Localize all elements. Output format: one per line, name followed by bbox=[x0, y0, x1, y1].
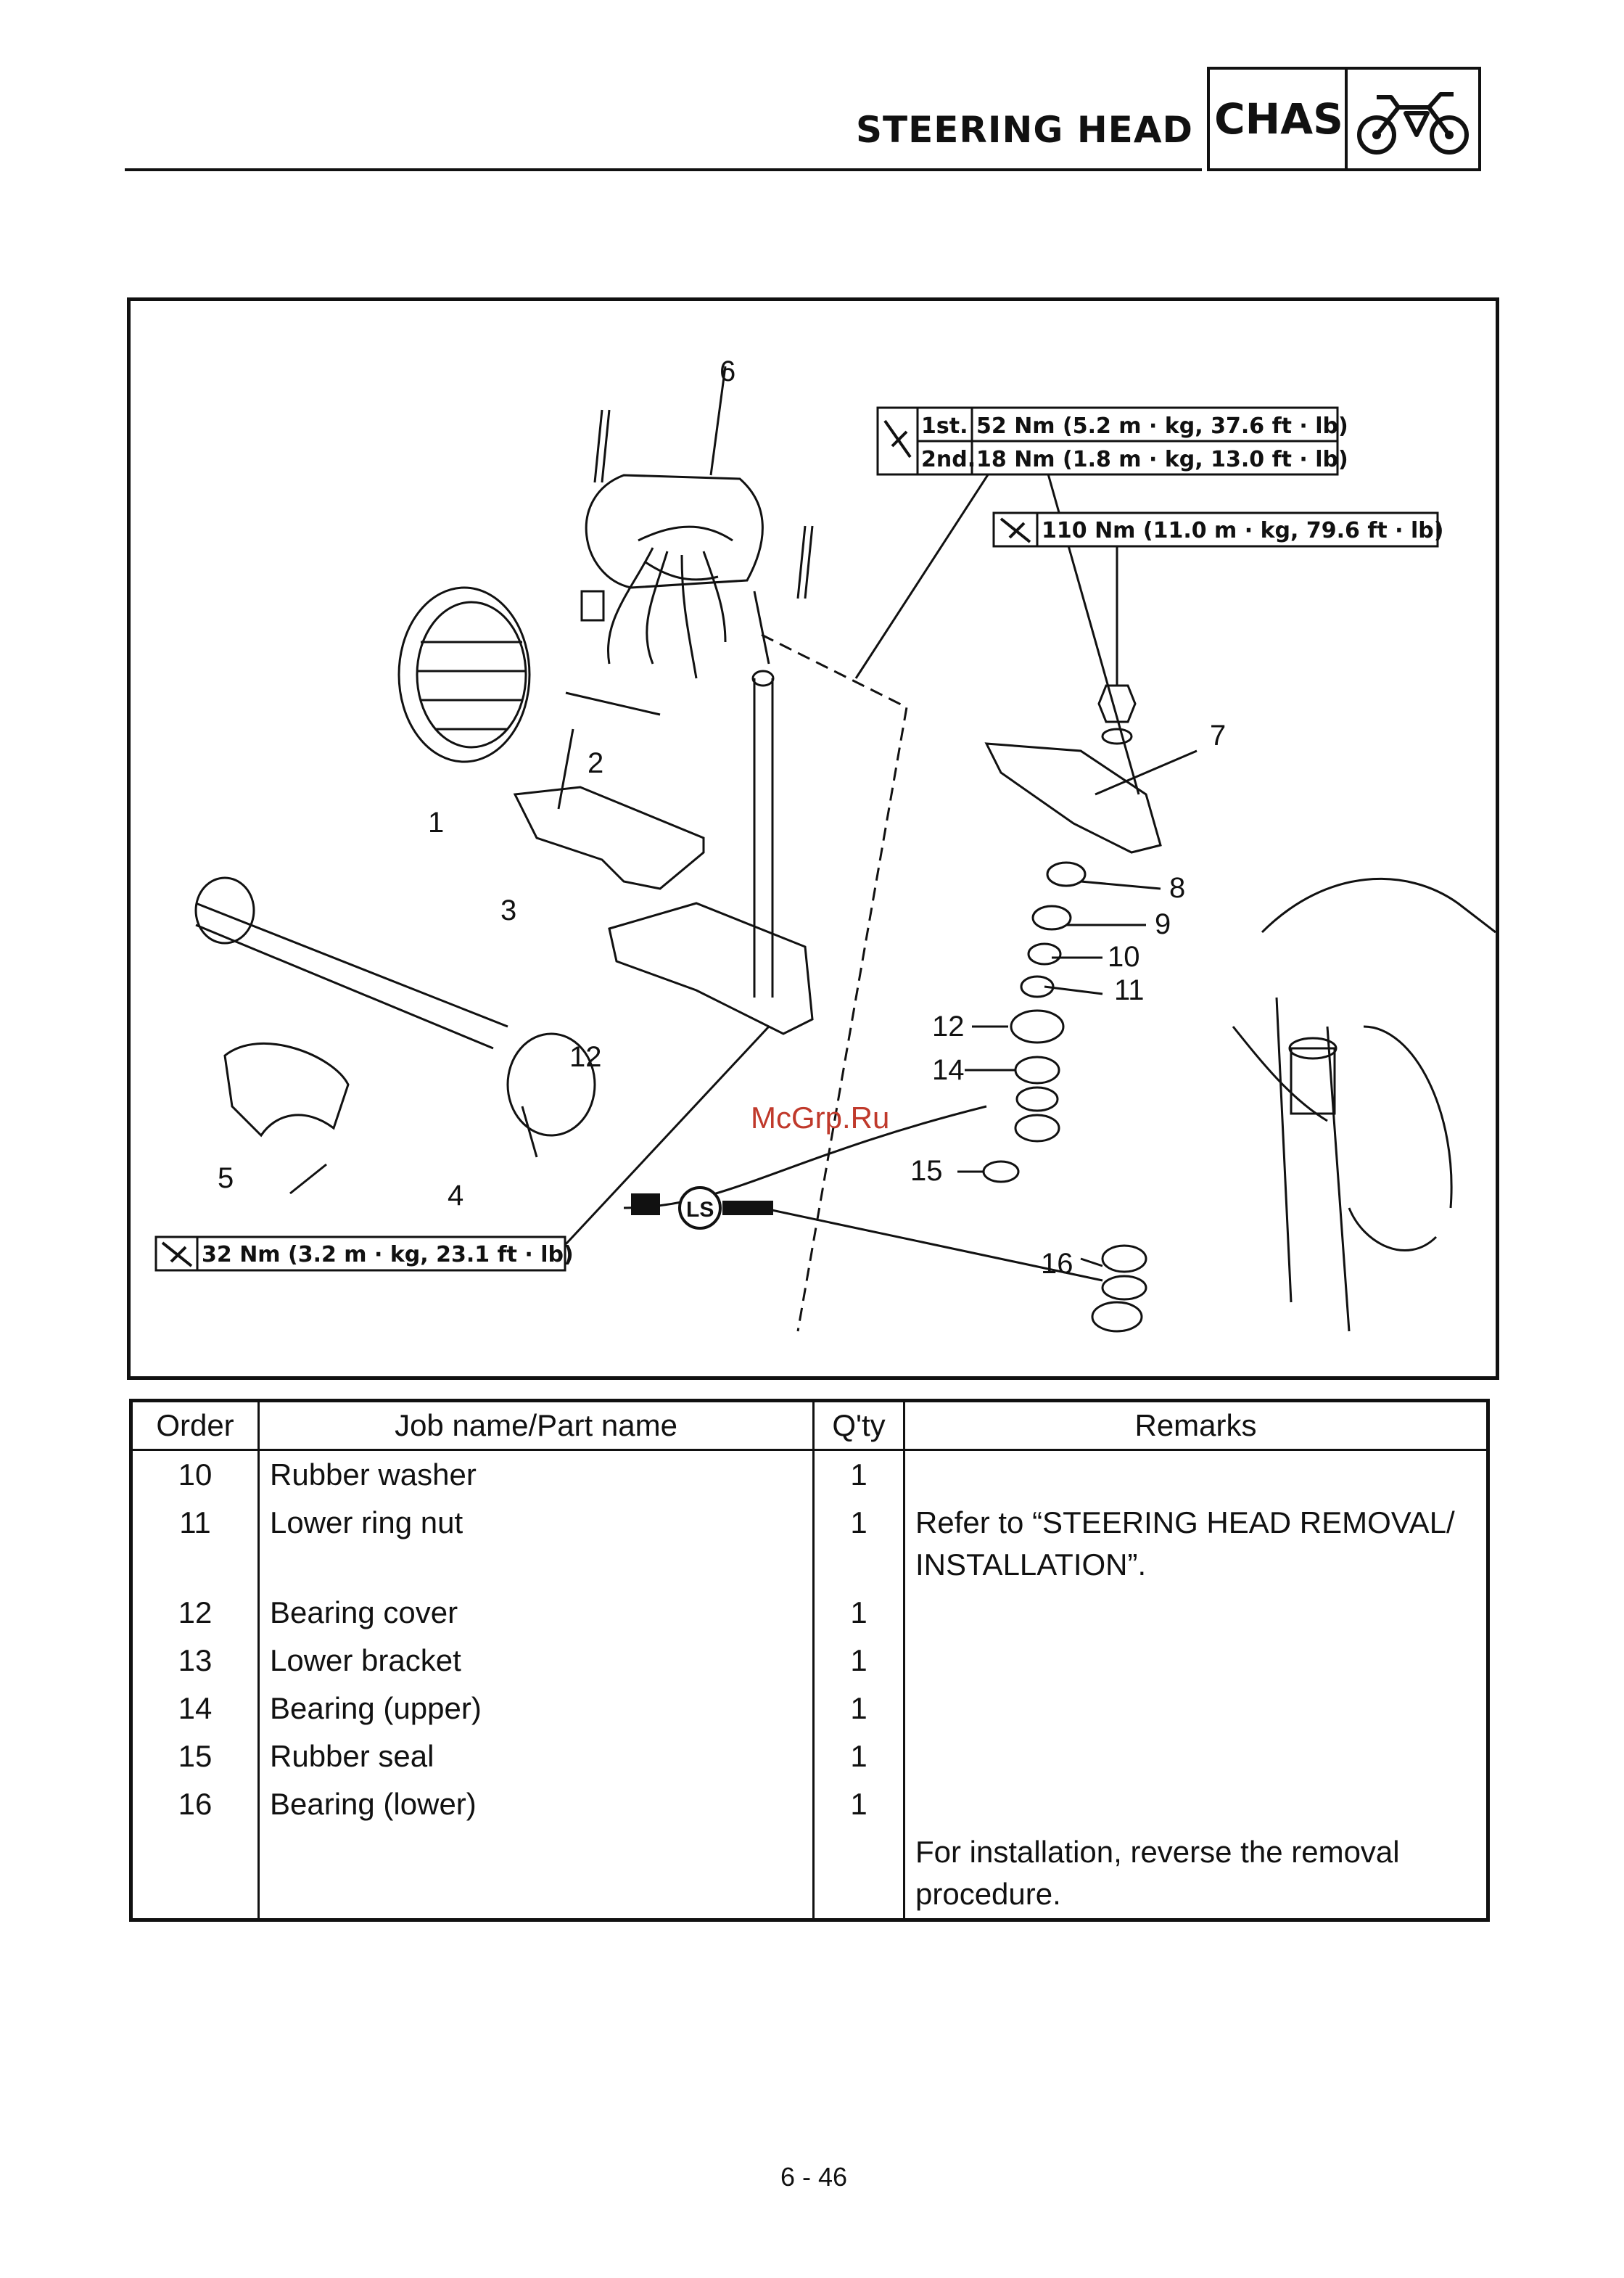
row-remarks bbox=[903, 1637, 1489, 1685]
callout-10: 10 bbox=[1108, 941, 1140, 973]
col-remarks: Remarks bbox=[903, 1399, 1489, 1451]
section-code-badge: CHAS bbox=[1207, 67, 1348, 171]
row-order: 13 bbox=[130, 1637, 260, 1685]
callout-9: 9 bbox=[1155, 908, 1171, 940]
row-part-name: Rubber washer bbox=[257, 1450, 815, 1499]
row-remarks: Refer to “STEERING HEAD REMOVAL/ INSTALL… bbox=[903, 1499, 1489, 1589]
torque-wrench-icon bbox=[883, 419, 912, 459]
callout-4: 4 bbox=[448, 1180, 463, 1212]
row-remarks bbox=[903, 1685, 1489, 1732]
row-part-name: Bearing cover bbox=[257, 1589, 815, 1637]
turn-signal-front-right bbox=[506, 1032, 596, 1137]
row-remarks bbox=[903, 1732, 1489, 1780]
row-part-name: Bearing (lower) bbox=[257, 1780, 815, 1828]
row-remarks bbox=[903, 1589, 1489, 1637]
callout-3: 3 bbox=[500, 895, 516, 926]
row-qty: 1 bbox=[812, 1637, 905, 1685]
turn-signal-front-left bbox=[194, 876, 255, 945]
torque-spec-lower-bracket: 32 Nm (3.2 m · kg, 23.1 ft · lb) bbox=[154, 1235, 574, 1272]
callout-7: 7 bbox=[1210, 720, 1226, 752]
callout-14: 14 bbox=[932, 1054, 965, 1086]
torque-stem-nut-value: 110 Nm (11.0 m · kg, 79.6 ft · lb) bbox=[1042, 518, 1443, 543]
callout-1: 1 bbox=[428, 807, 444, 839]
grease-label: LS bbox=[686, 1198, 714, 1222]
row-order: 12 bbox=[130, 1589, 260, 1637]
table-row-closing: For installation, reverse the removal pr… bbox=[130, 1828, 1489, 1920]
steering-stem bbox=[753, 678, 774, 998]
row-order: 15 bbox=[130, 1732, 260, 1780]
torque-spec-stem-nut: 110 Nm (11.0 m · kg, 79.6 ft · lb) bbox=[992, 511, 1443, 548]
row-qty: 1 bbox=[812, 1732, 905, 1780]
headlight-bracket bbox=[513, 786, 705, 890]
upper-bracket bbox=[984, 742, 1162, 854]
callout-8: 8 bbox=[1169, 872, 1185, 904]
row-order: 10 bbox=[130, 1450, 260, 1499]
table-header-row: Order Job name/Part name Q'ty Remarks bbox=[130, 1399, 1489, 1451]
page-number: 6 - 46 bbox=[780, 2162, 848, 2192]
torque-wrench-icon bbox=[999, 517, 1031, 543]
headlight-body bbox=[585, 474, 764, 589]
row-remarks bbox=[903, 1780, 1489, 1828]
row-part-name: Lower ring nut bbox=[257, 1499, 815, 1589]
callout-16: 16 bbox=[1041, 1248, 1073, 1280]
section-icon-box bbox=[1345, 67, 1481, 171]
headlight-lens bbox=[397, 586, 531, 763]
col-qty: Q'ty bbox=[812, 1399, 905, 1451]
grease-symbol: LS bbox=[631, 1186, 773, 1230]
row-qty: 1 bbox=[812, 1499, 905, 1589]
row-part-name: Rubber seal bbox=[257, 1732, 815, 1780]
callout-11: 11 bbox=[1114, 974, 1145, 1006]
callout-12: 12 bbox=[932, 1011, 965, 1043]
callout-12a: 12 bbox=[569, 1041, 602, 1073]
table-row: 11 Lower ring nut 1 Refer to “STEERING H… bbox=[130, 1499, 1489, 1589]
torque-stage-2-label: 2nd. bbox=[921, 447, 976, 472]
lower-bracket bbox=[608, 902, 814, 1035]
torque-stage-1-value: 52 Nm (5.2 m · kg, 37.6 ft · lb) bbox=[976, 414, 1348, 439]
frame-head-pipe bbox=[1232, 877, 1496, 1332]
row-order: 14 bbox=[130, 1685, 260, 1732]
fork-cover bbox=[223, 1043, 350, 1138]
col-part-name: Job name/Part name bbox=[257, 1399, 815, 1451]
page-title: STEERING HEAD bbox=[856, 109, 1194, 151]
torque-wrench-icon bbox=[161, 1241, 193, 1267]
table-row: 12 Bearing cover 1 bbox=[130, 1589, 1489, 1637]
table-row: 14 Bearing (upper) 1 bbox=[130, 1685, 1489, 1732]
row-order: 16 bbox=[130, 1780, 260, 1828]
callout-2: 2 bbox=[588, 747, 603, 779]
row-qty: 1 bbox=[812, 1450, 905, 1499]
torque-stage-1-label: 1st. bbox=[921, 414, 968, 439]
closing-remark: For installation, reverse the removal pr… bbox=[903, 1828, 1489, 1920]
col-order: Order bbox=[130, 1399, 260, 1451]
table-row: 16 Bearing (lower) 1 bbox=[130, 1780, 1489, 1828]
exploded-diagram: LS 6 1 2 3 12 5 4 7 8 9 10 11 12 14 15 1… bbox=[127, 297, 1499, 1380]
row-remarks bbox=[903, 1450, 1489, 1499]
row-part-name: Lower bracket bbox=[257, 1637, 815, 1685]
callout-6: 6 bbox=[720, 355, 735, 387]
watermark: McGrp.Ru bbox=[751, 1101, 889, 1135]
callout-15: 15 bbox=[910, 1155, 943, 1187]
motorcycle-icon bbox=[1357, 92, 1469, 155]
row-qty: 1 bbox=[812, 1589, 905, 1637]
table-row: 13 Lower bracket 1 bbox=[130, 1637, 1489, 1685]
header-rule bbox=[125, 168, 1202, 171]
torque-stage-2-value: 18 Nm (1.8 m · kg, 13.0 ft · lb) bbox=[976, 447, 1348, 472]
torque-lower-bracket-value: 32 Nm (3.2 m · kg, 23.1 ft · lb) bbox=[202, 1242, 574, 1267]
row-order: 11 bbox=[130, 1499, 260, 1589]
row-qty: 1 bbox=[812, 1780, 905, 1828]
row-qty: 1 bbox=[812, 1685, 905, 1732]
table-row: 10 Rubber washer 1 bbox=[130, 1450, 1489, 1499]
row-part-name: Bearing (upper) bbox=[257, 1685, 815, 1732]
callout-5: 5 bbox=[218, 1162, 234, 1194]
table-row: 15 Rubber seal 1 bbox=[130, 1732, 1489, 1780]
torque-spec-ring-nut: 1st. 52 Nm (5.2 m · kg, 37.6 ft · lb) 2n… bbox=[876, 406, 1348, 476]
parts-table: Order Job name/Part name Q'ty Remarks 10… bbox=[129, 1399, 1490, 1922]
